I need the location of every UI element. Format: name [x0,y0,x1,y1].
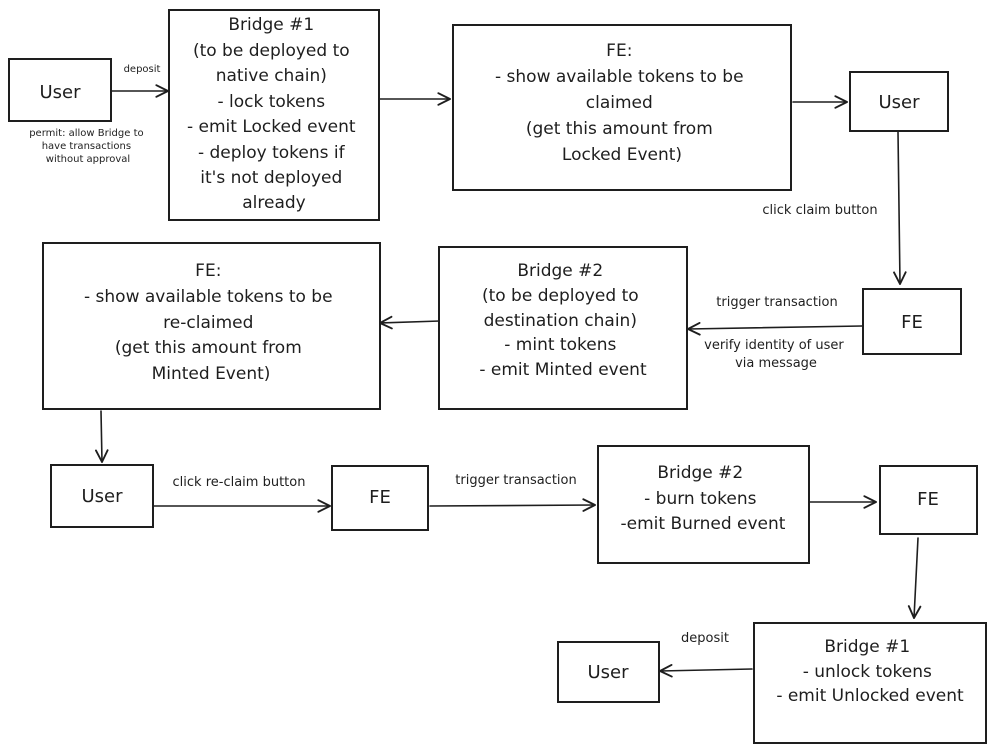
user-node: User [849,71,949,132]
user-node: User [50,464,154,528]
node-line: - burn tokens [644,489,757,509]
node-line: already [242,193,305,213]
node-line: - lock tokens [217,92,325,112]
node-title: Bridge #1 [824,637,910,657]
svg-text:permit: allow Bridge to: permit: allow Bridge to have transaction… [29,128,147,165]
node-line: (get this amount from [115,338,302,358]
svg-text:verify identity of user: verify identity of user via message [704,338,848,371]
node-title: FE: [606,41,632,61]
node-line: FE [369,487,391,508]
svg-text:User: User [39,82,81,103]
svg-text:User: User [878,92,920,113]
node-line: User [39,82,81,103]
bridge2-burn-node: Bridge #2 - burn tokens -emit Burned eve… [597,445,810,564]
verify-note-line: verify identity of user [704,338,844,353]
node-line: (to be deployed to [482,286,639,306]
user-node: User [557,641,660,703]
svg-text:FE: FE [901,312,923,333]
edge-label-click-reclaim: click re-claim button [173,475,306,490]
svg-text:FE: FE [369,487,391,508]
svg-text:FE: - show available t: FE: - show available tokens to be claime… [495,41,749,165]
node-line: claimed [586,93,653,113]
fe-node: FE [862,288,962,355]
node-line: - emit Locked event [187,117,356,137]
nodes: User Bridge #1 (to be deployed to native… [8,9,987,744]
node-title: Bridge #2 [657,463,743,483]
node-line: - emit Unlocked event [776,686,964,706]
node-line: - mint tokens [504,335,616,355]
svg-text:Bridge #1 (to be deplo: Bridge #1 (to be deployed to native chai… [187,15,361,213]
arrow-bridge1-unlock-to-user4 [659,663,753,678]
edge-label-trigger-transaction: trigger transaction [716,295,837,310]
node-title: Bridge #2 [517,261,603,281]
node-line: User [81,486,123,507]
node-line: native chain) [216,66,327,86]
node-line: - show available tokens to be [495,67,744,87]
svg-text:click claim button: click claim button [762,203,877,218]
edge-label-trigger-transaction: trigger transaction [455,473,576,488]
arrow-fe2-to-bridge2-burn [429,498,596,512]
arrow-fe3-to-bridge1-unlock [907,537,922,619]
svg-text:User: User [587,662,629,683]
fe-claim-node: FE: - show available tokens to be claime… [452,24,792,191]
svg-text:User: User [81,486,123,507]
node-line: - emit Minted event [479,360,647,380]
node-line: - show available tokens to be [84,287,333,307]
bridge1-deploy-node: Bridge #1 (to be deployed to native chai… [168,9,380,221]
node-title: FE: [195,261,221,281]
arrow-bridge2-to-fe-reclaim [379,315,441,330]
svg-text:deposit: deposit [124,64,161,75]
node-line: - unlock tokens [803,662,932,682]
node-line: User [878,92,920,113]
verify-note-line: via message [735,356,817,371]
svg-text:trigger transaction: trigger transaction [455,473,576,488]
edge-label-click-claim: click claim button [762,203,877,218]
edges [95,84,922,678]
node-line: destination chain) [484,311,637,331]
node-line: -emit Burned event [621,514,786,534]
edge-label-deposit: deposit [124,64,161,75]
node-line: re-claimed [163,313,253,333]
node-line: Locked Event) [562,145,682,165]
svg-text:trigger transaction: trigger transaction [716,295,837,310]
svg-text:deposit: deposit [681,631,729,646]
svg-text:Bridge #2 - burn token: Bridge #2 - burn tokens -emit Burned eve… [621,463,786,534]
node-line: FE [901,312,923,333]
edge-label-deposit: deposit [681,631,729,646]
node-line: - deploy tokens if [198,143,346,163]
svg-text:FE: FE [917,489,939,510]
arrow-fe1-to-bridge2 [687,322,863,336]
node-line: (get this amount from [526,119,713,139]
permit-note-line: permit: allow Bridge to [29,128,143,139]
node-line: (to be deployed to [193,41,350,61]
bridge1-unlock-node: Bridge #1 - unlock tokens - emit Unlocke… [753,622,987,744]
permit-note-line: have transactions [42,141,131,152]
node-title: Bridge #1 [228,15,314,35]
node-line: User [587,662,629,683]
node-line: Minted Event) [152,364,271,384]
fe-reclaim-node: FE: - show available tokens to be re-cla… [42,242,381,410]
user-node: User [8,58,112,122]
node-line: it's not deployed [200,168,342,188]
svg-text:Bridge #2 (to be deplo: Bridge #2 (to be deployed to destination… [479,261,647,380]
edge-labels: deposit permit: allow Bridge to have tra… [29,64,877,646]
svg-text:FE: - show available t: FE: - show available tokens to be re-cla… [84,261,338,384]
fe-node: FE [879,465,978,535]
arrow-fe-reclaim-to-user3 [95,410,109,463]
permit-note-line: without approval [46,154,130,165]
arrow-user2-to-fe1 [893,131,907,285]
svg-text:Bridge #1 - unlock tok: Bridge #1 - unlock tokens - emit Unlocke… [776,637,964,706]
bridge2-deploy-node: Bridge #2 (to be deployed to destination… [438,246,688,410]
fe-node: FE [331,465,429,531]
svg-text:click re-claim button: click re-claim button [173,475,306,490]
node-line: FE [917,489,939,510]
